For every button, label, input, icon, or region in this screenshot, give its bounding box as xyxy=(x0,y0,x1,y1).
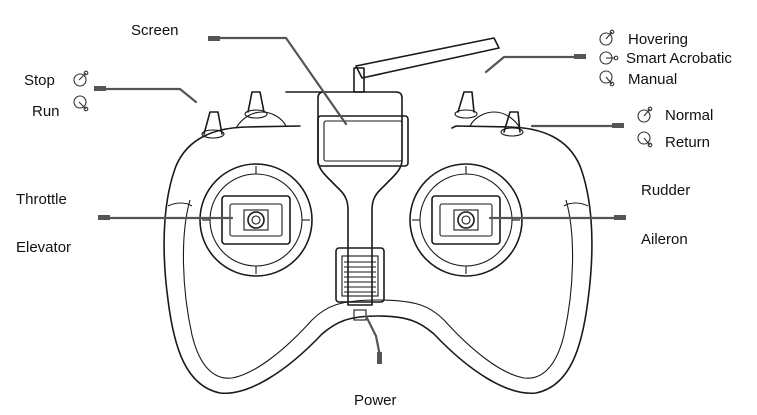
toggle-switch-stop-run xyxy=(201,111,225,139)
leader-lines xyxy=(94,36,626,364)
screen-leader xyxy=(218,36,348,126)
normal-return-leader-end xyxy=(612,123,624,128)
label-power: Power xyxy=(354,392,397,409)
label-screen: Screen xyxy=(131,22,179,39)
screen-leader-end xyxy=(208,36,220,41)
antenna xyxy=(353,37,500,93)
switch-position-down-icon xyxy=(73,95,89,112)
left-stick-leader-end xyxy=(98,215,110,220)
label-throttle: Throttle xyxy=(16,191,67,208)
flight-mode-leader-end xyxy=(574,54,586,59)
flight-mode-leader xyxy=(484,55,576,74)
power-leader-end xyxy=(377,352,382,364)
toggle-switch-left-mode xyxy=(244,91,268,119)
label-run: Run xyxy=(32,103,60,120)
label-manual: Manual xyxy=(628,71,677,88)
label-elevator: Elevator xyxy=(16,239,71,256)
switch-position-up-icon xyxy=(599,29,615,46)
switch-position-up-icon xyxy=(637,106,653,123)
right-stick-leader-end xyxy=(614,215,626,220)
stop-run-leader-end xyxy=(94,86,106,91)
switch-position-down-icon xyxy=(599,70,615,87)
right-stick-gimbal xyxy=(409,163,523,277)
stop-run-leader xyxy=(104,87,198,104)
label-normal: Normal xyxy=(665,107,713,124)
label-return: Return xyxy=(665,134,710,151)
power-leader xyxy=(364,314,382,358)
controller-body xyxy=(163,91,593,394)
label-aileron: Aileron xyxy=(641,231,688,248)
label-smart-acrobatic: Smart Acrobatic xyxy=(626,50,732,67)
switch-position-middle-icon xyxy=(599,51,619,65)
label-rudder: Rudder xyxy=(641,182,690,199)
label-stop: Stop xyxy=(24,72,55,89)
power-switch-grip xyxy=(344,261,376,293)
switch-position-up-icon xyxy=(73,70,89,87)
toggle-switch-flight-mode xyxy=(454,91,478,119)
toggle-switch-normal-return xyxy=(500,111,524,137)
left-stick-gimbal xyxy=(199,163,313,277)
switch-position-down-icon xyxy=(637,131,653,148)
label-hovering: Hovering xyxy=(628,31,688,48)
